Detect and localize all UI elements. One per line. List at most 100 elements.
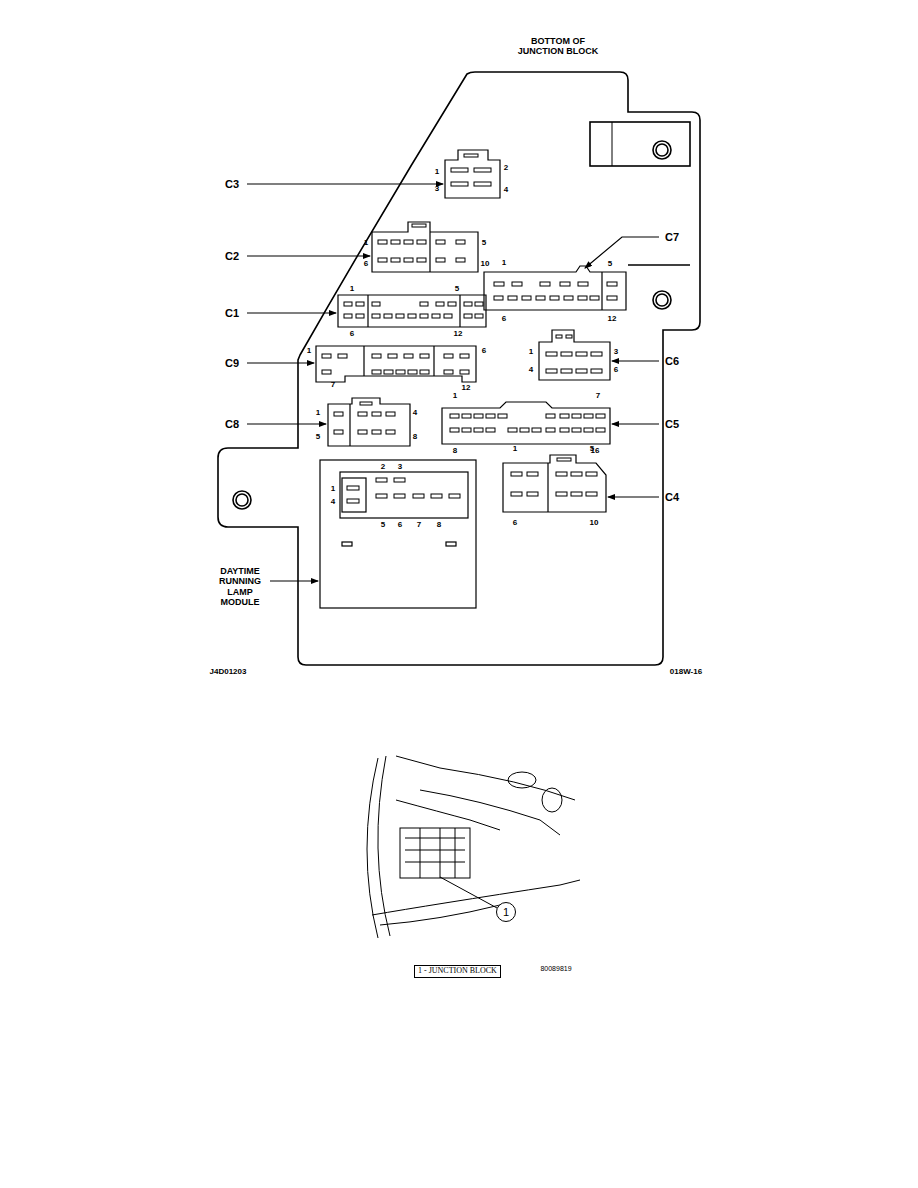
pin-slot: [404, 354, 413, 358]
housing-outline: [218, 72, 700, 665]
pin-number: 8: [413, 433, 417, 441]
junction-block: [400, 828, 470, 878]
leader-arrow: [247, 312, 336, 313]
pin-number: 5: [482, 239, 486, 247]
pin-slot: [386, 430, 395, 434]
leader-arrow: [612, 360, 659, 361]
pin-slot: [358, 412, 367, 416]
pin-slot: [396, 370, 405, 374]
pin-number: 5: [590, 445, 594, 453]
vent: [542, 788, 562, 812]
pin-slot: [372, 370, 381, 374]
pin-slot: [412, 224, 426, 227]
leader-arrow: [247, 255, 370, 256]
pin-slot: [536, 296, 545, 300]
pin-slot: [432, 314, 440, 318]
connector-name: C8: [225, 419, 239, 430]
pin-slot: [386, 412, 395, 416]
pin-slot: [344, 302, 352, 306]
pin-number: 7: [417, 521, 421, 529]
pin-slot: [498, 414, 507, 418]
pin-number: 3: [398, 463, 402, 471]
pin-slot: [540, 282, 550, 286]
pin-number: 1: [435, 168, 439, 176]
pin-slot: [451, 168, 468, 172]
pin-number: 1: [331, 485, 335, 493]
pin-slot: [474, 168, 491, 172]
pin-slot: [358, 430, 367, 434]
pin-slot: [451, 182, 468, 186]
leader-arrow: [612, 423, 659, 424]
mount-hole: [653, 141, 671, 159]
pin-slot: [408, 370, 417, 374]
trim-edge: [380, 905, 500, 925]
pin-slot: [546, 414, 555, 418]
pin-slot: [512, 282, 522, 286]
junction-block-detail: [405, 828, 465, 878]
pin-slot: [372, 412, 381, 416]
pin-slot: [494, 296, 503, 300]
pin-slot: [444, 354, 453, 358]
pin-number: 1: [364, 239, 368, 247]
pin-slot: [571, 492, 582, 496]
pin-number: 4: [529, 366, 533, 374]
pin-number: 1: [350, 285, 354, 293]
pin-slot: [556, 492, 567, 496]
pin-slot: [475, 314, 483, 318]
pin-slot: [420, 354, 429, 358]
pin-slot: [420, 302, 428, 306]
pin-slot: [462, 414, 471, 418]
pin-slot: [436, 302, 444, 306]
pin-slot: [494, 282, 504, 286]
pin-slot: [391, 240, 400, 244]
caption-box: 1 - JUNCTION BLOCK: [414, 965, 501, 978]
pin-number: 10: [590, 519, 599, 527]
pin-slot: [561, 352, 572, 356]
pin-slot: [404, 258, 413, 262]
node-text: 1: [503, 906, 509, 918]
leader-arrow: [608, 496, 659, 497]
pin-slot: [360, 402, 372, 405]
pin-number: 5: [608, 260, 612, 268]
pin-slot: [420, 314, 428, 318]
pin-number: 1: [307, 347, 311, 355]
pin-slot: [384, 314, 392, 318]
pin-slot: [448, 302, 456, 306]
pin-slot: [572, 414, 581, 418]
mount-hole: [656, 144, 668, 156]
leader-arrow: [247, 183, 443, 184]
pin-slot: [584, 428, 593, 432]
mount-hole: [656, 294, 668, 306]
pin-slot: [566, 335, 572, 338]
pin-slot: [460, 370, 469, 374]
pin-slot: [404, 240, 413, 244]
pin-number: 5: [455, 285, 459, 293]
pin-slot: [576, 352, 587, 356]
connector-name: C9: [225, 358, 239, 369]
pin-number: 6: [350, 330, 354, 338]
pin-slot: [420, 370, 429, 374]
pin-slot: [576, 369, 587, 373]
pin-slot: [486, 414, 495, 418]
dash-edge: [396, 800, 500, 830]
connector-name: C2: [225, 251, 239, 262]
leader-arrow: [270, 580, 318, 581]
pin-slot: [391, 258, 400, 262]
mount-hole: [236, 494, 248, 506]
connector-name: C7: [665, 232, 679, 243]
pin-slot: [591, 352, 602, 356]
housing-edge: [628, 264, 690, 266]
pin-number: 6: [482, 347, 486, 355]
pin-slot: [578, 296, 587, 300]
pin-number: 12: [462, 384, 471, 392]
pin-slot: [556, 472, 567, 476]
pin-slots: [322, 154, 617, 503]
pin-slot: [546, 428, 555, 432]
pin-slot: [372, 430, 381, 434]
bracket-edge: [612, 122, 613, 166]
pin-slot: [378, 258, 387, 262]
pin-slot: [550, 296, 559, 300]
trim-edge: [378, 756, 390, 936]
